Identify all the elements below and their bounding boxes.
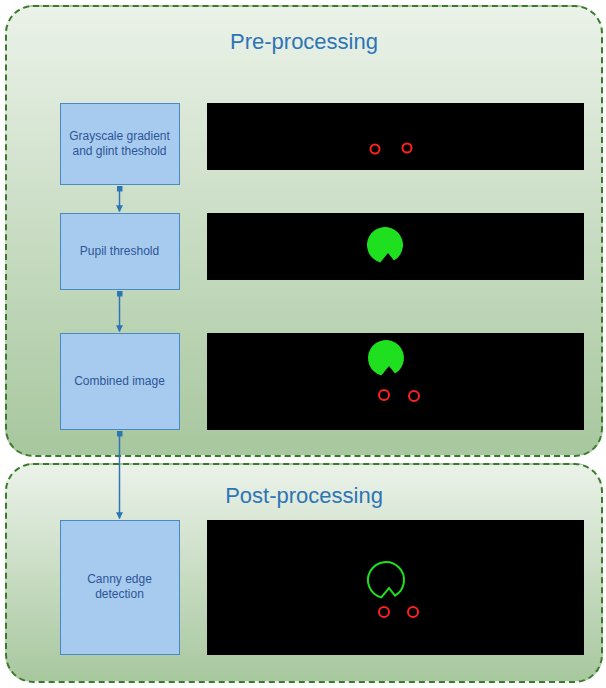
stage-title: Pre-processing	[7, 29, 601, 55]
stage-title: Post-processing	[7, 483, 601, 509]
stage-band: Post-processingCanny edge detection	[5, 463, 603, 683]
step-label: Grayscale gradient and glint theshold	[67, 129, 173, 159]
process-box: Grayscale gradient and glint theshold	[60, 103, 180, 185]
step-label: Pupil threshold	[80, 244, 159, 259]
step-label: Combined image	[74, 374, 165, 389]
stage-band: Pre-processingGrayscale gradient and gli…	[5, 5, 603, 457]
step-label: Canny edge detection	[67, 572, 173, 602]
process-box: Pupil threshold	[60, 213, 180, 290]
process-box: Combined image	[60, 333, 180, 430]
process-box: Canny edge detection	[60, 520, 180, 655]
